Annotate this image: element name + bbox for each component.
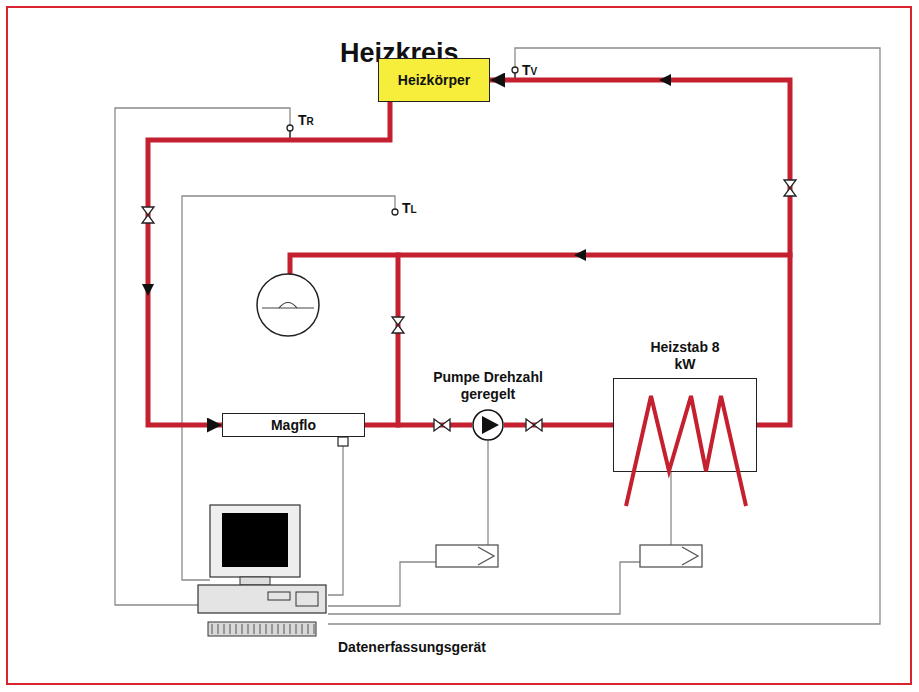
computer-outline [296, 624, 297, 634]
sensor-label: TR [298, 112, 314, 129]
computer-outline [314, 624, 315, 634]
signal-wire [328, 562, 640, 614]
frame [7, 7, 911, 684]
valve-symbol [142, 207, 154, 223]
controller-box [640, 545, 702, 567]
water-pipe [504, 423, 613, 428]
controller-box [436, 545, 702, 567]
computer-outline [218, 624, 219, 634]
computer-outline [284, 624, 285, 634]
node-heading: Heizstab 8 kW [649, 339, 721, 373]
node-heading: Pumpe Drehzahl geregelt [421, 369, 556, 403]
sensor-label: TV [522, 62, 537, 79]
expansion-tank [257, 274, 319, 336]
computer-outline [240, 577, 270, 585]
flowmeter-terminal [338, 437, 348, 446]
temperature-sensor [392, 209, 398, 215]
heater-box: Heizstab 8 kW [613, 378, 757, 472]
heater-outline [614, 379, 758, 473]
computer-outline [260, 624, 261, 634]
signal-wire [115, 108, 290, 605]
controller-box [682, 547, 698, 565]
bypass-pipe [290, 255, 790, 273]
signal-wire [328, 48, 880, 624]
computer-outline [236, 624, 237, 634]
flowmeter-box: Magflo [222, 413, 365, 437]
computer-outline [254, 624, 255, 634]
pump-outline [482, 416, 499, 434]
water-pipe [365, 423, 472, 428]
computer-outline [296, 592, 318, 606]
valve-symbol [434, 419, 450, 431]
node-heading: Datenerfassungsgerät [338, 639, 486, 656]
temperature-sensor [287, 125, 293, 131]
computer-outline [278, 624, 279, 634]
computer-outline [230, 624, 231, 634]
bypass-pipe [396, 255, 401, 425]
node-label: Magflo [271, 417, 316, 434]
signal-wire [670, 470, 671, 545]
flow-arrow [574, 249, 586, 261]
flow-arrow [142, 284, 154, 296]
controller-box [436, 545, 498, 567]
computer: Datenerfassungsgerät [198, 503, 328, 640]
expansion-tank [279, 303, 297, 309]
computer-outline [208, 622, 316, 636]
computer-outline [248, 624, 249, 634]
computer-outline [198, 585, 326, 613]
signal-wire [182, 196, 395, 580]
radiator-box: Heizkörper [378, 58, 490, 102]
computer-outline [210, 505, 300, 577]
sensor-label: TL [402, 200, 417, 217]
heater-outline [626, 396, 746, 506]
computer-outline [222, 513, 288, 567]
computer-outline [224, 624, 225, 634]
temperature-sensor [512, 67, 518, 73]
pump-outline [473, 410, 503, 440]
computer-outline [268, 592, 290, 600]
computer-outline [242, 624, 243, 634]
signal-wire [328, 562, 436, 606]
node-label: Heizkörper [398, 72, 470, 89]
valve-symbol [392, 317, 404, 333]
pump-outline [472, 409, 504, 441]
computer-outline [272, 624, 273, 634]
water-pipe [148, 102, 390, 425]
computer-outline [266, 624, 267, 634]
flow-arrow [659, 74, 671, 86]
signal-wire [328, 437, 343, 595]
signal-wire [487, 441, 488, 545]
valve-symbol [784, 180, 796, 196]
expansion-tank [262, 307, 314, 308]
controller-box [478, 547, 494, 565]
signal-wire [115, 48, 880, 624]
computer-outline [308, 624, 309, 634]
computer-outline [302, 624, 303, 634]
computer-outline [212, 624, 213, 634]
valve-symbol [526, 419, 542, 431]
flow-arrow [142, 74, 671, 296]
computer-outline [290, 624, 291, 634]
computer-outline [198, 503, 328, 640]
expansion-tank [257, 274, 319, 336]
pump-symbol: Pumpe Drehzahl geregelt [472, 409, 504, 441]
